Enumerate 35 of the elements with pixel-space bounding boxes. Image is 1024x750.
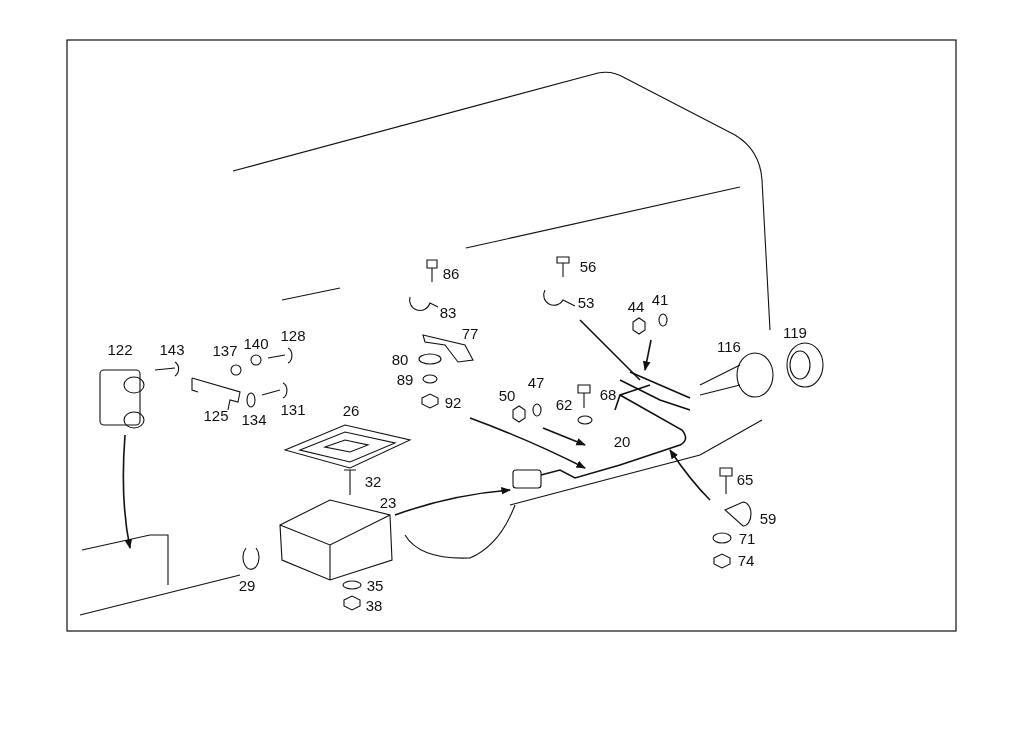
callout-number: 140	[243, 335, 269, 351]
callout-number: 38	[365, 597, 383, 613]
callout-number: 44	[627, 298, 645, 314]
callout-number: 20	[613, 433, 631, 449]
callout-number: 62	[555, 396, 573, 412]
callout-number: 77	[461, 325, 479, 341]
callout-number: 53	[577, 294, 595, 310]
callout-number: 68	[599, 386, 617, 402]
callout-number: 56	[579, 258, 597, 274]
callout-number: 143	[159, 341, 185, 357]
callout-number: 32	[364, 473, 382, 489]
callout-number: 83	[439, 304, 457, 320]
callout-number: 71	[738, 530, 756, 546]
callout-number: 116	[717, 338, 741, 354]
callout-number: 92	[444, 394, 462, 410]
callout-number: 26	[342, 402, 360, 418]
callout-number: 137	[212, 342, 238, 358]
callout-number: 122	[107, 341, 133, 357]
callout-number: 80	[391, 351, 409, 367]
callout-number: 59	[759, 510, 777, 526]
callout-number: 23	[379, 494, 397, 510]
callout-number: 131	[280, 401, 306, 417]
callout-number: 125	[203, 407, 229, 423]
callout-number: 29	[238, 577, 256, 593]
callout-number: 89	[396, 371, 414, 387]
callout-number: 119	[783, 324, 807, 340]
callout-number: 50	[498, 387, 516, 403]
callout-number: 41	[651, 291, 669, 307]
callout-number: 35	[366, 577, 384, 593]
callout-number: 65	[736, 471, 754, 487]
callout-number: 134	[241, 411, 267, 427]
callout-number: 86	[442, 265, 460, 281]
callout-number: 128	[280, 327, 306, 343]
callout-number: 47	[527, 374, 545, 390]
callout-number: 74	[737, 552, 755, 568]
